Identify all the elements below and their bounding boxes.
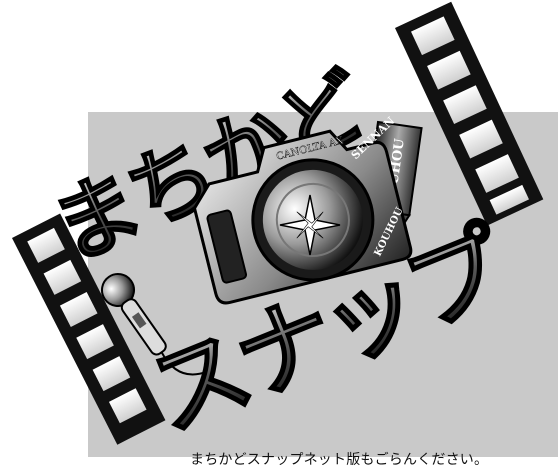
sparkle-icon bbox=[279, 194, 341, 256]
microphone-icon bbox=[101, 273, 208, 376]
film-strip-icon bbox=[395, 1, 544, 226]
film-strip-icon bbox=[12, 213, 166, 445]
caption-text: まちかどスナップネット版もごらんください。 bbox=[190, 452, 489, 468]
